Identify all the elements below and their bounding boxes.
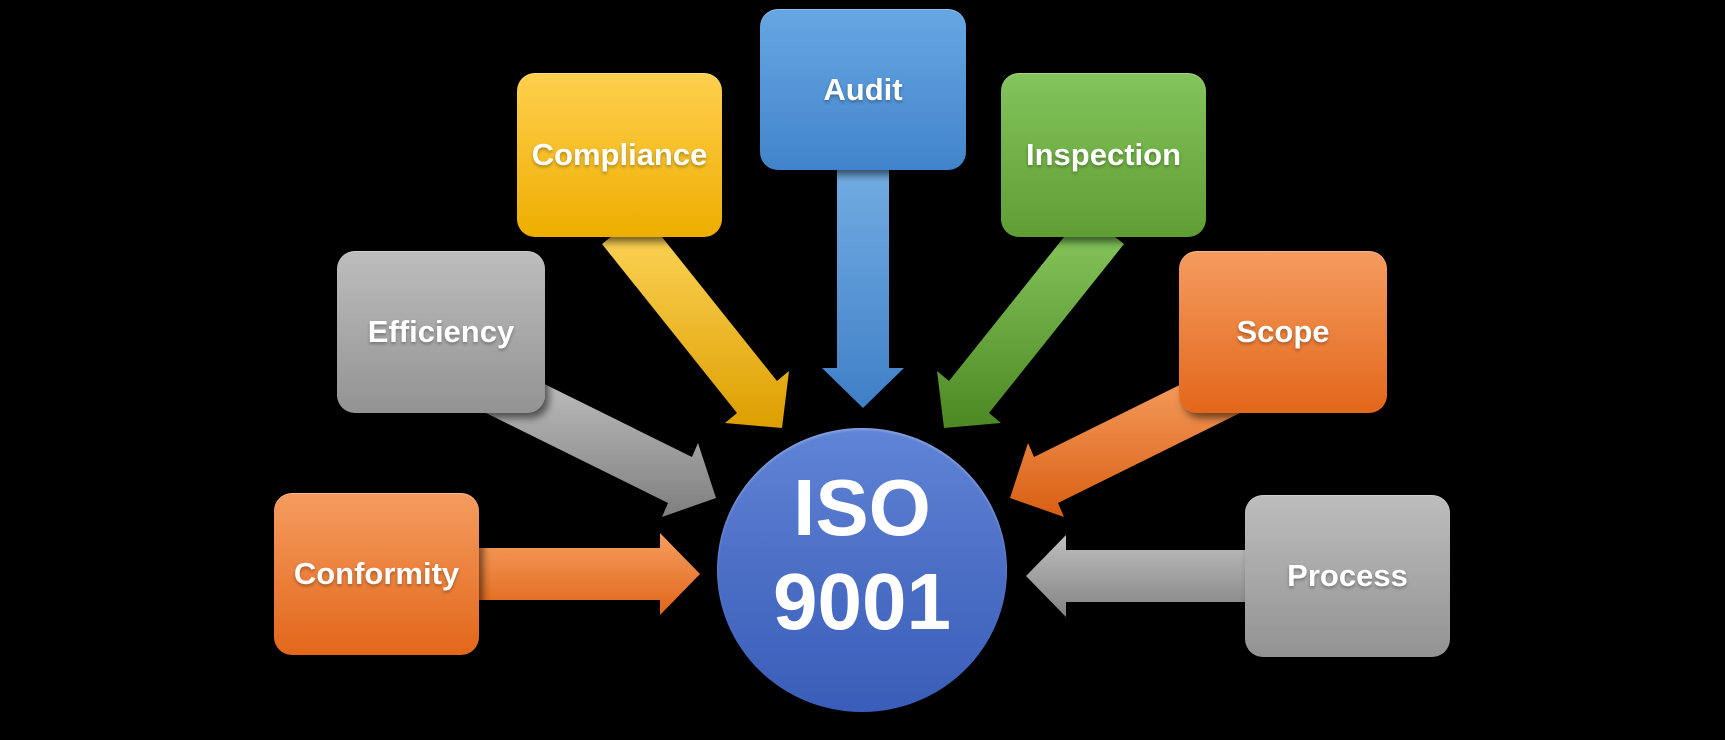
center-node-iso-9001: ISO 9001 [717,428,1007,712]
node-inspection: Inspection [1001,73,1206,237]
center-line2: 9001 [773,557,951,646]
center-node-text: ISO 9001 [773,461,951,649]
node-efficiency: Efficiency [337,251,545,413]
node-process: Process [1245,495,1450,657]
node-process-label: Process [1287,558,1408,593]
node-conformity: Conformity [274,493,479,655]
center-line1: ISO [793,463,931,552]
inspection-arrow [937,212,1124,428]
node-scope-label: Scope [1236,314,1330,349]
process-arrow [1026,535,1274,617]
node-audit-label: Audit [823,71,903,107]
node-compliance: Compliance [517,73,722,237]
efficiency-arrow [486,367,716,517]
conformity-arrow [452,533,700,615]
audit-arrow [822,160,904,408]
node-audit: Audit [760,9,966,170]
compliance-arrow [602,212,789,428]
node-inspection-label: Inspection [1025,137,1181,172]
node-scope: Scope [1179,251,1387,413]
node-efficiency-label: Efficiency [367,314,515,349]
node-conformity-label: Conformity [293,556,460,591]
node-compliance-label: Compliance [531,137,708,172]
